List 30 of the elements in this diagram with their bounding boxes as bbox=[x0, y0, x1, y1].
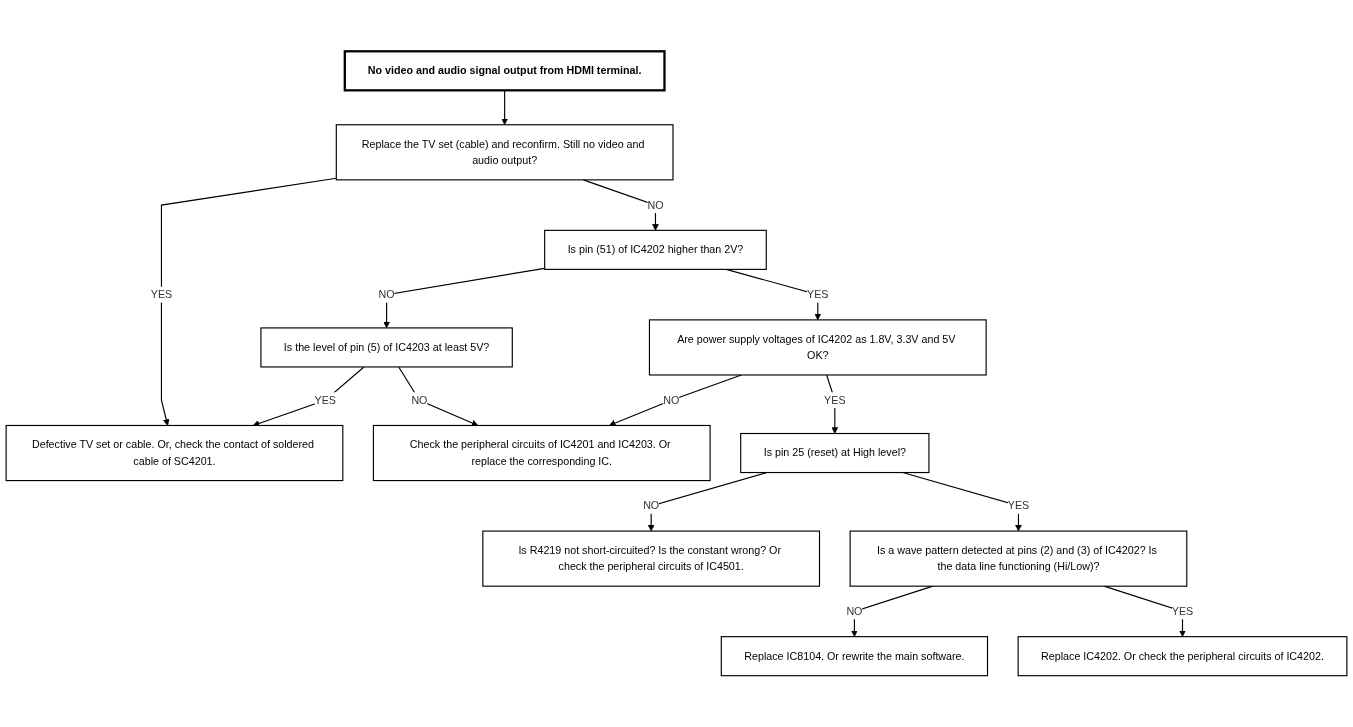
edge-label: YES bbox=[1007, 499, 1030, 512]
node-box: No video and audio signal output from HDMI terminal. bbox=[343, 50, 666, 92]
edge-label: NO bbox=[378, 288, 395, 301]
edge-label: YES bbox=[150, 288, 173, 301]
arrow bbox=[826, 374, 839, 434]
edge-label: YES bbox=[824, 393, 846, 406]
edge-label: YES bbox=[807, 288, 829, 301]
node-box: Are power supply voltages of IC4202 as 1.8V, 3.3V and 5V OK? bbox=[648, 319, 987, 376]
node-box: Replace IC4202. Or check the peripheral circuits of IC4202. bbox=[1017, 636, 1348, 677]
edge-label: NO bbox=[643, 499, 660, 512]
edge-label: YES bbox=[314, 393, 337, 406]
node-box: Check the peripheral circuits of IC4201 and IC4203. Or replace the corresponding IC. bbox=[372, 424, 711, 482]
arrow bbox=[398, 366, 479, 427]
arrow bbox=[383, 267, 546, 329]
node-box: Defective TV set or cable. Or, check the contact of soldered cable of SC4201. bbox=[5, 424, 344, 482]
node-box: Is a wave pattern detected at pins (2) and (3) of IC4202? Is the data line functioning (Hi/Low)? bbox=[849, 530, 1188, 587]
node-box: Is the level of pin (5) of IC4203 at least 5V? bbox=[260, 327, 513, 368]
arrow bbox=[609, 374, 742, 427]
node-box: Is pin 25 (reset) at High level? bbox=[740, 432, 930, 474]
edge-label: NO bbox=[663, 393, 680, 406]
edge-label: YES bbox=[1171, 604, 1194, 618]
arrow bbox=[252, 366, 365, 427]
node-box: Replace IC8104. Or rewrite the main software. bbox=[720, 636, 989, 677]
arrow bbox=[160, 177, 337, 426]
node-box: Is pin (51) of IC4202 higher than 2V? bbox=[544, 229, 767, 270]
node-box: Is R4219 not short-circuited? Is the constant wrong? Or check the peripheral circuits of IC4501. bbox=[482, 530, 821, 587]
edge-label: NO bbox=[647, 198, 664, 211]
edge-label: NO bbox=[411, 393, 428, 406]
edge-label: NO bbox=[846, 604, 863, 618]
node-box: Replace the TV set (cable) and reconfirm. Still no video and audio output? bbox=[335, 124, 674, 181]
